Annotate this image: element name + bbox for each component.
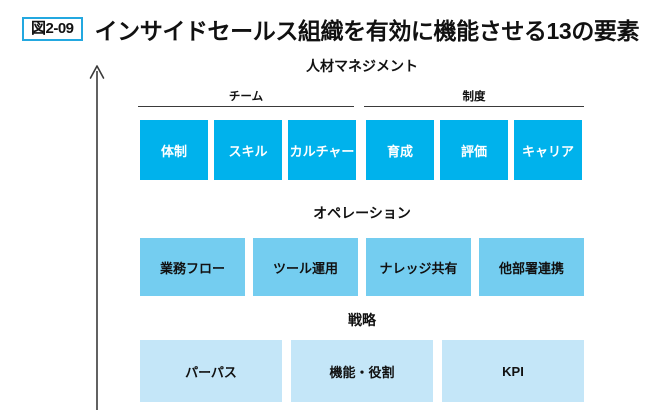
figure-header: 図2-09 インサイドセールス組織を有効に機能させる13の要素 (22, 12, 640, 46)
box-gap (471, 238, 479, 296)
section-heading-operations: オペレーション (313, 205, 411, 221)
element-box-ikusei[interactable]: 育成 (366, 120, 434, 180)
tier-row-operations: 業務フロー ツール運用 ナレッジ共有 他部署連携 (140, 238, 584, 296)
figure-number-badge: 図2-09 (22, 16, 83, 42)
upward-hierarchy-arrow (89, 65, 105, 410)
element-box-gyomu-flow[interactable]: 業務フロー (140, 238, 245, 296)
box-gap (282, 340, 291, 402)
element-box-tool-unyou[interactable]: ツール運用 (253, 238, 358, 296)
box-gap (245, 238, 253, 296)
element-box-kinou-yakuwari[interactable]: 機能・役割 (291, 340, 433, 402)
section-heading-human-resource-management: 人材マネジメント (306, 58, 418, 74)
element-box-taisei[interactable]: 体制 (140, 120, 208, 180)
element-box-hyouka[interactable]: 評価 (440, 120, 508, 180)
subgroup-rule-seido (364, 106, 584, 107)
element-box-culture[interactable]: カルチャー (288, 120, 356, 180)
tier-row-strategy: パーパス 機能・役割 KPI (140, 340, 584, 402)
element-box-career[interactable]: キャリア (514, 120, 582, 180)
element-box-purpose[interactable]: パーパス (140, 340, 282, 402)
page-title: インサイドセールス組織を有効に機能させる13の要素 (94, 18, 640, 44)
subgroup-label-team: チーム (228, 91, 264, 103)
element-box-knowledge-kyouyuu[interactable]: ナレッジ共有 (366, 238, 471, 296)
subgroup-rule-team (138, 106, 354, 107)
tier-row-human-resource-management: 体制 スキル カルチャー 育成 評価 キャリア (140, 120, 584, 180)
element-box-tabusho-renkei[interactable]: 他部署連携 (479, 238, 584, 296)
element-box-skill[interactable]: スキル (214, 120, 282, 180)
box-gap (433, 340, 442, 402)
element-box-kpi[interactable]: KPI (442, 340, 584, 402)
section-heading-strategy: 戦略 (348, 312, 376, 328)
box-gap (358, 238, 366, 296)
subgroup-label-seido: 制度 (462, 91, 486, 103)
box-gap-subgroup (356, 120, 366, 180)
